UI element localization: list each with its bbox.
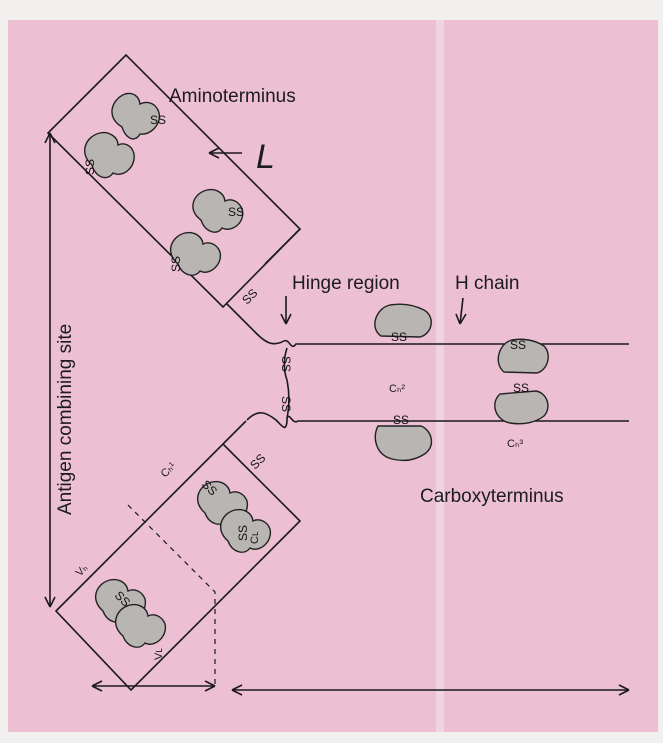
ss-label: SS: [169, 256, 183, 272]
h-chain-label: H chain: [455, 273, 519, 294]
ss-label: SS: [279, 396, 293, 412]
ch2-label: Cₕ²: [389, 383, 405, 395]
ss-label: SS: [228, 205, 244, 219]
carboxyterminus-label: Carboxyterminus: [420, 486, 564, 507]
light-chain-symbol: L: [256, 138, 275, 176]
ch3-label: Cₕ³: [507, 438, 523, 450]
ss-label: SS: [393, 413, 409, 427]
ss-label: SS: [513, 381, 529, 395]
ch3-domain-lower: [495, 391, 548, 424]
vl-left-label: Vʟ: [153, 648, 165, 660]
pink-panel: [8, 20, 658, 732]
ss-label: SS: [510, 338, 526, 352]
cl-left-label: Cʟ: [249, 531, 261, 544]
hinge-region-label: Hinge region: [292, 273, 400, 294]
ss-label: SS: [150, 113, 166, 127]
ss-label: SS: [279, 356, 293, 372]
antigen-combining-site-label: Antigen combining site: [55, 324, 76, 515]
ss-label: SS: [391, 330, 407, 344]
aminoterminus-label: Aminoterminus: [169, 86, 296, 107]
ch2-domain-lower: [375, 426, 431, 460]
page-seam: [436, 20, 444, 732]
ss-label: SS: [236, 525, 250, 541]
ss-label: SS: [83, 159, 97, 175]
